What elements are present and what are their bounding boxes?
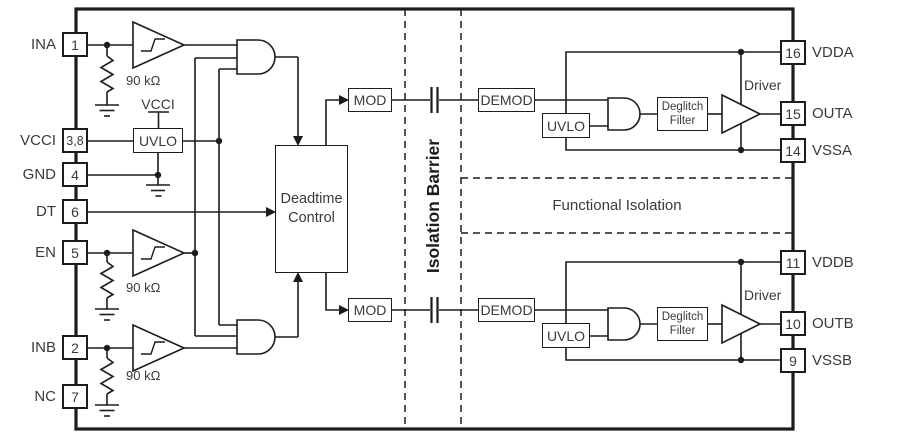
- pin-label-en: EN: [35, 244, 56, 261]
- demod-a-block: DEMOD: [478, 88, 535, 112]
- pin-label-gnd: GND: [22, 166, 56, 183]
- capacitor-b-icon: [430, 297, 439, 323]
- uvlo-ground-icon: [146, 184, 170, 197]
- en-vertical-bus: [194, 57, 237, 337]
- dt-arrowhead: [266, 207, 276, 217]
- ina-schmitt-buffer-icon: [132, 20, 186, 70]
- deglitch-filter-b-block: Deglitch Filter: [657, 307, 708, 341]
- uvlo-vertical-bus: [218, 68, 237, 326]
- mod-b-block: MOD: [348, 298, 392, 322]
- gnd-wire: [88, 153, 159, 185]
- isolation-barrier-label: Isolation Barrier: [421, 118, 445, 294]
- pin-box-vdda: 16: [780, 40, 806, 65]
- vcci-rail-label: VCCI: [141, 96, 175, 112]
- junction-dot: [737, 258, 745, 266]
- vddb-vssb-power-loop: [565, 261, 780, 361]
- ina-pulldown-resistor: [99, 45, 115, 105]
- pin-box-dt: 6: [62, 199, 88, 224]
- deglitch-b-line2: Filter: [669, 325, 696, 337]
- deglitch-filter-a-block: Deglitch Filter: [657, 97, 708, 131]
- uvlo-a-block: UVLO: [542, 113, 590, 138]
- deadtime-control-block: Deadtime Control: [275, 145, 348, 273]
- pin-box-vssb: 9: [780, 348, 806, 373]
- pin-label-dt: DT: [36, 203, 56, 220]
- pin-label-inb: INB: [30, 339, 56, 356]
- deadtime-line2: Control: [288, 210, 335, 226]
- pin-label-ina: INA: [30, 36, 56, 53]
- pin-label-outb: OUTB: [812, 315, 854, 332]
- demod-b-block: DEMOD: [478, 298, 535, 322]
- deglitch-a-line1: Deglitch: [661, 100, 704, 113]
- inb-ground-icon: [95, 404, 119, 417]
- inb-pulldown-resistor: [99, 348, 115, 405]
- vdda-vssa-power-loop: [565, 51, 780, 151]
- resistor-en-label: 90 kΩ: [126, 280, 161, 295]
- driver-a-buffer-icon: [721, 93, 762, 135]
- pin-label-vcci: VCCI: [20, 132, 56, 149]
- deadtime-to-mod-b-wire: [325, 273, 339, 311]
- junction-dot: [737, 356, 745, 364]
- and-gate-input-a-icon: [236, 39, 276, 75]
- and-gate-input-b-icon: [236, 319, 276, 355]
- pin-label-nc: NC: [34, 388, 56, 405]
- resistor-inb-label: 90 kΩ: [126, 368, 161, 383]
- pin-box-vddb: 11: [780, 250, 806, 275]
- pin-label-vdda: VDDA: [812, 44, 854, 61]
- driver-b-label: Driver: [744, 287, 782, 303]
- pin-box-en: 5: [62, 240, 88, 265]
- pin-box-inb: 2: [62, 335, 88, 360]
- junction-dot: [737, 48, 745, 56]
- vcci-rail-stub: [148, 111, 169, 128]
- deglitch-b-line1: Deglitch: [661, 310, 704, 323]
- en-ground-icon: [95, 308, 119, 321]
- deglitch-a-line2: Filter: [669, 115, 696, 127]
- arrowhead-right: [339, 95, 349, 105]
- and-b-to-deadtime-wire: [275, 282, 299, 338]
- capacitor-a-icon: [430, 87, 439, 113]
- inb-schmitt-buffer-icon: [132, 323, 186, 373]
- driver-b-buffer-icon: [721, 303, 762, 345]
- junction-dot: [103, 249, 111, 257]
- and-a-to-deadtime-wire: [275, 56, 299, 136]
- resistor-ina-label: 90 kΩ: [126, 73, 161, 88]
- pin-box-outb: 10: [780, 311, 806, 336]
- pin-label-vddb: VDDB: [812, 254, 854, 271]
- junction-dot: [103, 41, 111, 49]
- pin-box-nc: 7: [62, 384, 88, 409]
- pin-box-gnd: 4: [62, 162, 88, 187]
- and-gate-output-a-icon: [607, 97, 641, 131]
- functional-isolation-dashed-lines: [461, 177, 793, 234]
- arrowhead-right: [339, 305, 349, 315]
- pin-box-vssa: 14: [780, 138, 806, 163]
- junction-dot: [103, 344, 111, 352]
- uvlo-b-block: UVLO: [542, 323, 590, 348]
- deadtime-to-mod-a-wire: [325, 99, 339, 145]
- junction-dot: [737, 146, 745, 154]
- ina-ground-icon: [95, 104, 119, 117]
- uvlo-input-block: UVLO: [133, 128, 183, 153]
- pin-label-vssb: VSSB: [812, 352, 853, 369]
- mod-a-block: MOD: [348, 88, 392, 112]
- pin-label-vssa: VSSA: [812, 142, 853, 159]
- driver-a-label: Driver: [744, 77, 782, 93]
- pin-box-outa: 15: [780, 101, 806, 126]
- arrowhead-up: [293, 272, 303, 282]
- pin-label-outa: OUTA: [812, 105, 853, 122]
- deadtime-line1: Deadtime: [280, 191, 343, 208]
- pin-box-ina: 1: [62, 32, 88, 57]
- and-gate-output-b-icon: [607, 307, 641, 341]
- pin-box-vcci: 3,8: [62, 128, 88, 153]
- arrowhead-down: [293, 136, 303, 146]
- en-pulldown-resistor: [99, 253, 115, 309]
- en-schmitt-buffer-icon: [132, 228, 186, 278]
- junction-dot: [154, 171, 162, 179]
- isolation-barrier-dashed-lines: [404, 9, 462, 429]
- functional-isolation-label: Functional Isolation: [552, 197, 682, 214]
